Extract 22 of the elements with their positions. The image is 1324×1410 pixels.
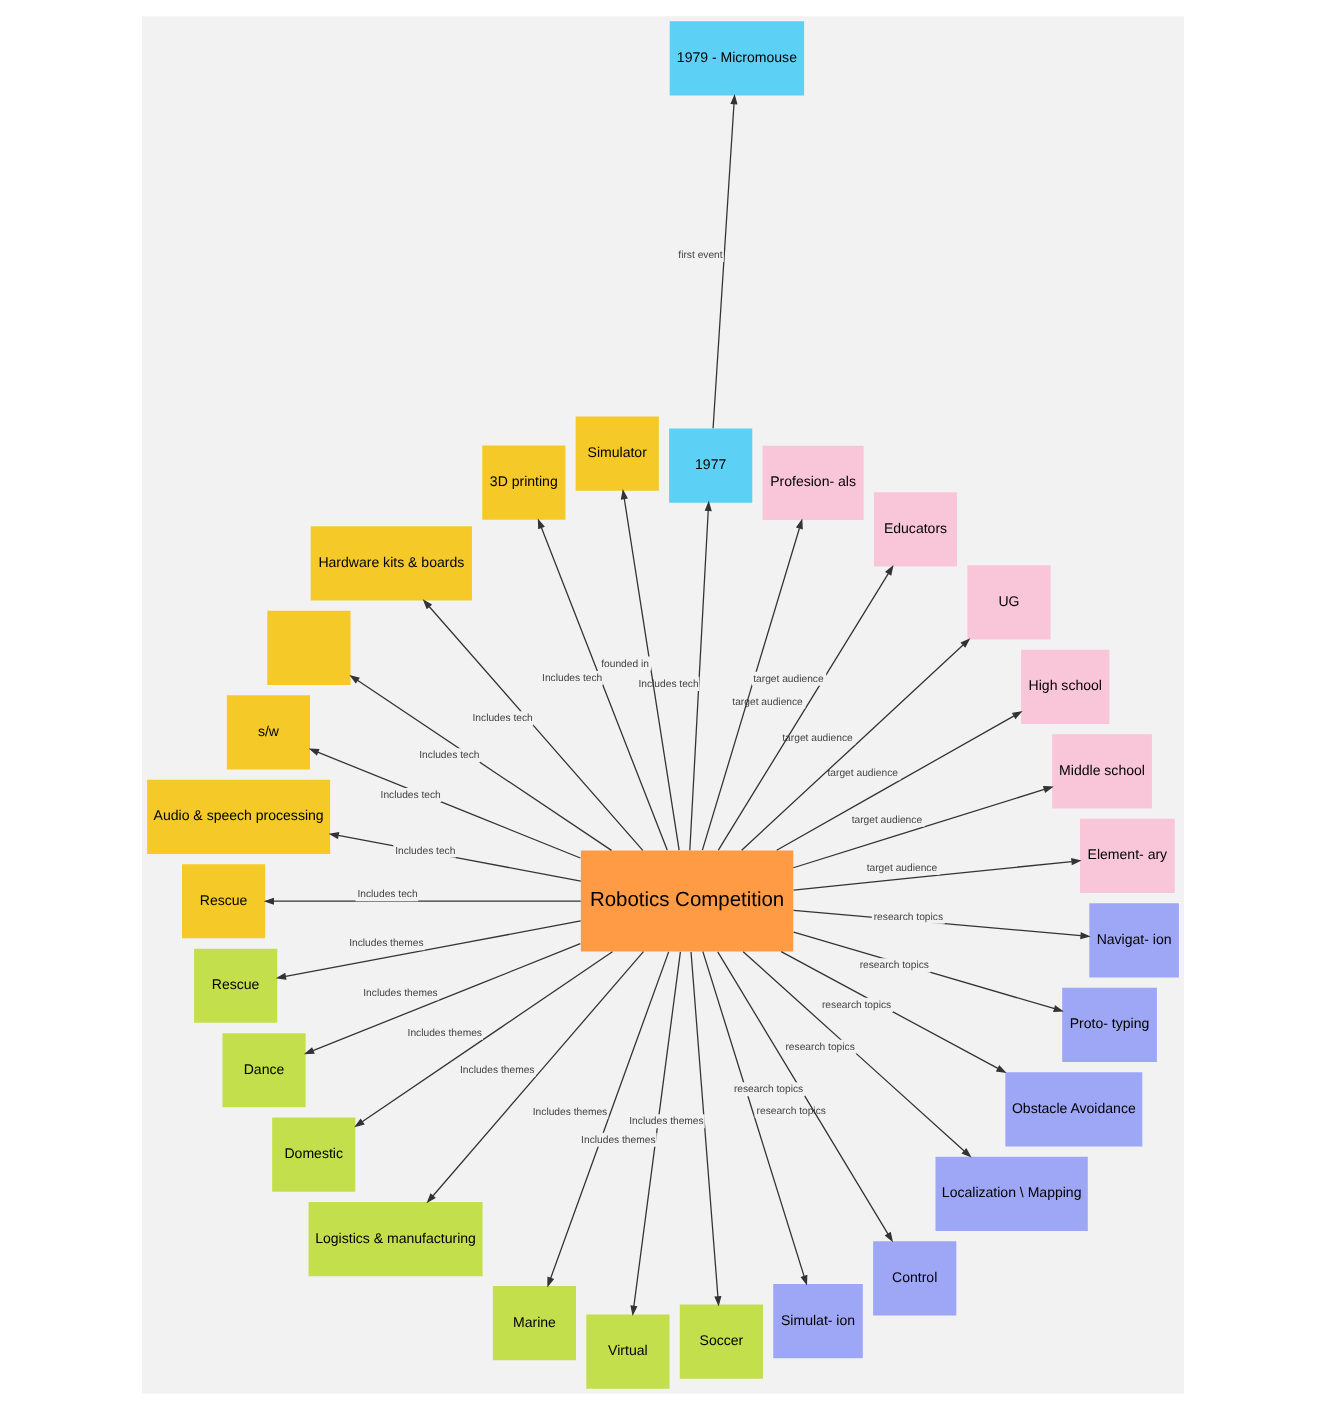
arrow	[689, 951, 721, 1307]
arrow	[353, 951, 613, 1128]
arrow	[629, 951, 681, 1316]
arrow	[421, 599, 643, 852]
arrow	[619, 489, 679, 851]
arrow	[791, 786, 1053, 869]
arrow	[425, 951, 644, 1204]
arrow	[262, 897, 581, 905]
arrow	[274, 920, 581, 980]
arrow	[546, 951, 669, 1288]
arrow	[302, 943, 580, 1055]
arrow	[327, 832, 581, 882]
arrow	[775, 711, 1022, 851]
arrow	[711, 94, 737, 429]
arrow	[716, 565, 893, 851]
arrow	[688, 500, 711, 851]
node-box	[266, 610, 350, 685]
arrow	[741, 951, 971, 1158]
arrow	[348, 674, 612, 851]
node-box: Robotics Competition	[579, 850, 793, 952]
arrow	[740, 638, 970, 851]
arrow	[700, 518, 802, 851]
